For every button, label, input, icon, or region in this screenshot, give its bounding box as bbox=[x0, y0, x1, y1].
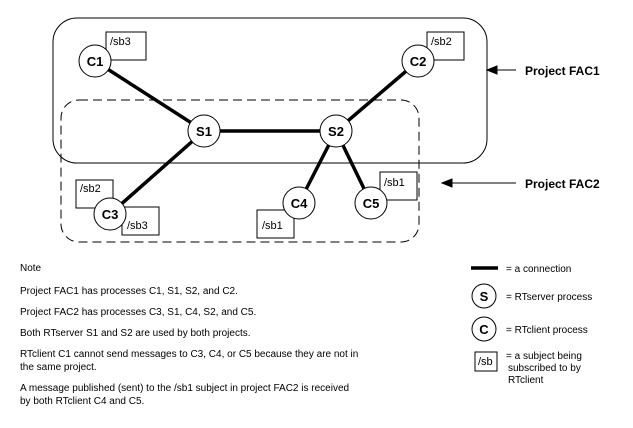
project-fac2-boundary bbox=[60, 99, 420, 243]
node-label-s1: S1 bbox=[196, 124, 212, 139]
note-item: A message published (sent) to the /sb1 s… bbox=[20, 383, 350, 407]
node-label-c3: C3 bbox=[102, 207, 119, 222]
legend-client-symbol-label: C bbox=[479, 322, 489, 337]
legend: = a connection S = RTserver process C = … bbox=[471, 264, 592, 386]
node-s2 bbox=[319, 114, 353, 148]
legend-server-text: = RTserver process bbox=[506, 292, 592, 303]
node-label-c5: C5 bbox=[363, 196, 380, 211]
notes-title: Note bbox=[20, 263, 42, 274]
legend-subject-text-2: subscribed to by bbox=[508, 363, 581, 374]
node-label-c4: C4 bbox=[291, 196, 308, 211]
subject-label-c3-top: /sb2 bbox=[80, 183, 101, 195]
notes-section: Note Project FAC1 has processes C1, S1, … bbox=[20, 262, 360, 416]
subject-label-c2: /sb2 bbox=[431, 36, 452, 48]
subject-label-c5: /sb1 bbox=[384, 177, 405, 189]
legend-client-symbol bbox=[471, 316, 497, 342]
subject-labels: /sb3 /sb2 /sb2 /sb3 /sb1 /sb1 bbox=[80, 36, 452, 232]
subject-box-c4-sb1 bbox=[256, 209, 295, 239]
subject-box-c5-sb1 bbox=[379, 171, 418, 201]
note-item: Project FAC1 has processes C1, S1, S2, a… bbox=[20, 286, 238, 297]
legend-subject-symbol bbox=[474, 351, 498, 372]
project-fac1-label: Project FAC1 bbox=[525, 64, 600, 78]
node-labels: C1 C2 S1 S2 C3 C4 C5 bbox=[87, 54, 427, 222]
subject-label-c1: /sb3 bbox=[110, 36, 131, 48]
legend-subject-text-3: RTclient bbox=[508, 375, 544, 386]
legend-client-text: = RTclient process bbox=[506, 325, 588, 336]
subject-label-c3-bottom: /sb3 bbox=[127, 220, 148, 232]
node-c2 bbox=[401, 44, 435, 78]
legend-subject-symbol-label: /sb bbox=[478, 356, 493, 368]
project-fac2-label: Project FAC2 bbox=[525, 177, 600, 191]
fac2-arrowhead bbox=[440, 178, 453, 188]
project-arrows bbox=[440, 65, 516, 188]
subject-box-c1-sb3 bbox=[105, 31, 147, 61]
node-c5 bbox=[354, 186, 388, 220]
connection-s1-c3 bbox=[108, 129, 206, 216]
legend-connection-text: = a connection bbox=[506, 264, 571, 275]
legend-server-symbol-label: S bbox=[480, 289, 489, 304]
node-c3 bbox=[93, 197, 127, 231]
connection-c1-s1 bbox=[94, 59, 205, 133]
project-fac1-boundary bbox=[52, 17, 488, 164]
node-circles bbox=[78, 44, 435, 231]
note-item: Project FAC2 has processes C3, S1, C4, S… bbox=[20, 307, 257, 318]
note-item: RTclient C1 cannot send messages to C3, … bbox=[20, 349, 359, 373]
connection-s2-c2 bbox=[334, 59, 420, 133]
node-label-s2: S2 bbox=[328, 124, 344, 139]
node-s1 bbox=[187, 114, 221, 148]
fac1-arrowhead bbox=[485, 65, 498, 75]
note-item: Both RTserver S1 and S2 are used by both… bbox=[20, 328, 251, 339]
node-c1 bbox=[78, 44, 112, 78]
legend-server-symbol bbox=[471, 283, 497, 309]
node-c4 bbox=[282, 186, 316, 220]
node-label-c1: C1 bbox=[87, 54, 104, 69]
legend-subject-text-1: = a subject being bbox=[506, 351, 582, 362]
subject-label-c4: /sb1 bbox=[262, 220, 283, 232]
node-label-c2: C2 bbox=[410, 54, 427, 69]
